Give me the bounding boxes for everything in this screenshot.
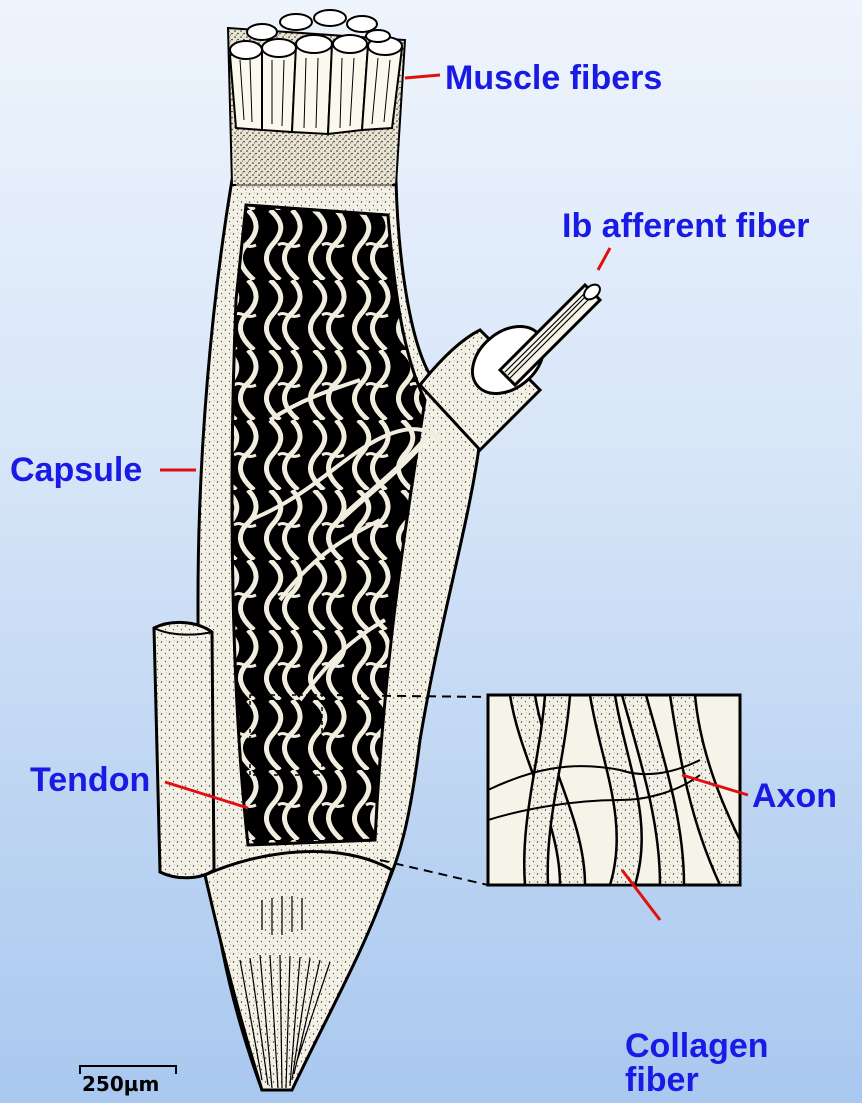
label-ib-afferent-fiber: Ib afferent fiber [562,208,809,244]
magnified-inset [488,695,740,885]
scale-bar-label: 250µm [82,1072,159,1096]
leader-ib-afferent [598,248,610,270]
label-tendon: Tendon [30,762,150,798]
leader-muscle-fibers [405,75,440,78]
label-muscle-fibers: Muscle fibers [445,60,662,96]
tendon-cone [205,851,392,1090]
label-collagen-fiber: fiber [625,1062,699,1098]
label-collagen: Collagen [625,1028,769,1064]
capsule-flap [154,622,214,877]
muscle-fiber-bundle [228,10,405,188]
label-capsule: Capsule [10,452,142,488]
label-axon: Axon [752,778,837,814]
